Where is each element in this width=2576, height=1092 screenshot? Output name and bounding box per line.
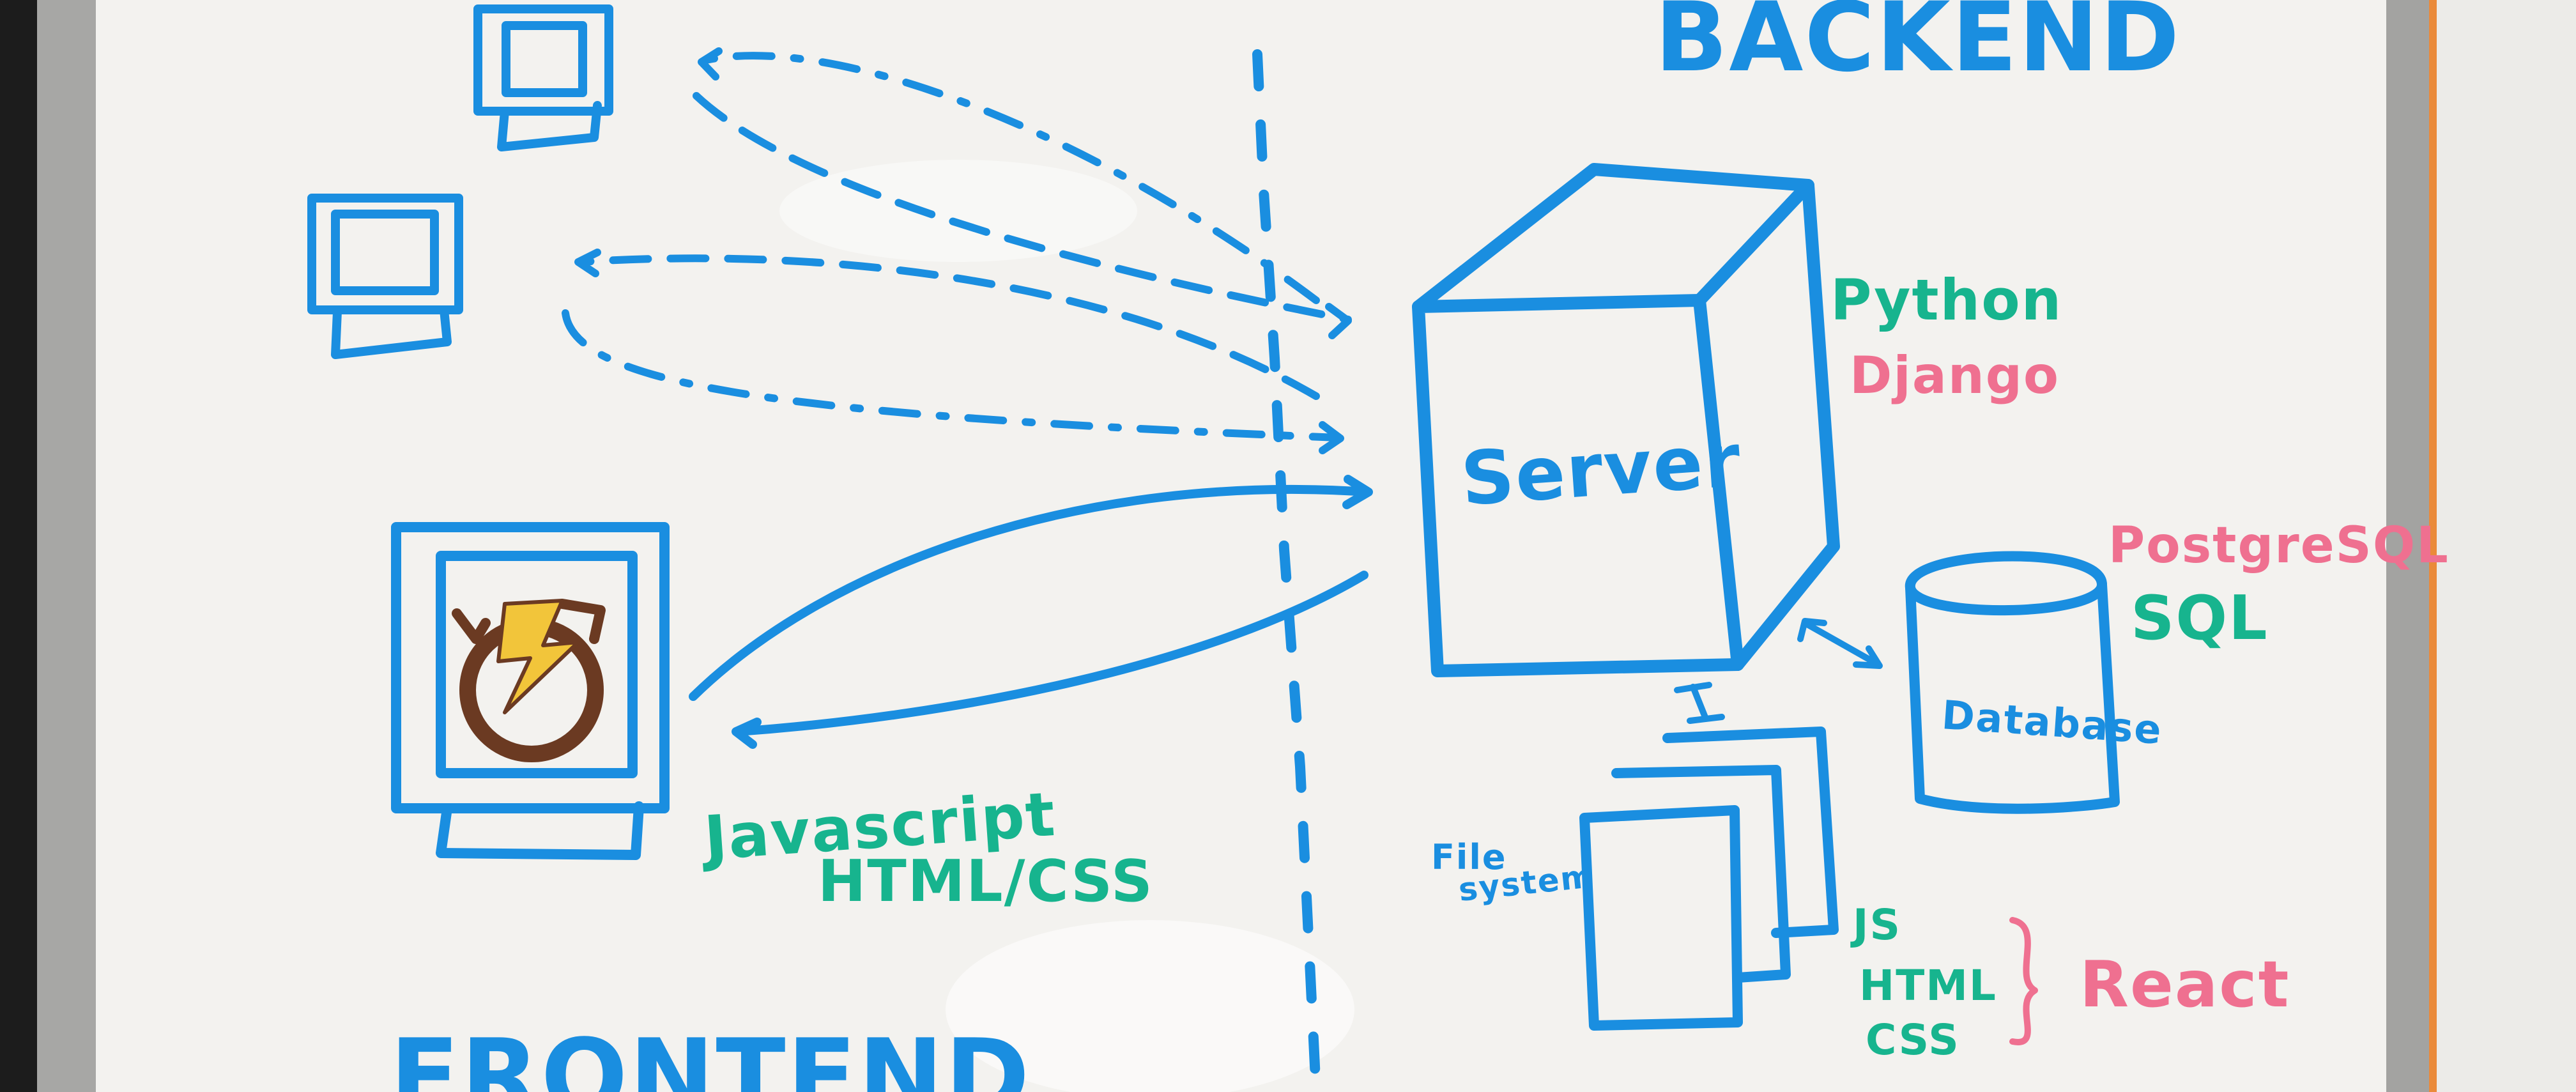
frontend-backend-divider xyxy=(1252,49,1321,1092)
python-label: Python xyxy=(1830,267,2062,333)
frontend-heading: FRONTEND xyxy=(390,1017,1031,1092)
left-frame-rail xyxy=(37,0,98,1092)
backend-heading: BACKEND xyxy=(1655,0,2181,93)
monitor-icon xyxy=(473,4,613,151)
database-cylinder xyxy=(1905,551,2120,814)
html-label: HTML xyxy=(1859,961,1997,1010)
wall xyxy=(2437,0,2576,1092)
sql-label: SQL xyxy=(2131,583,2269,654)
server-label: Server xyxy=(1459,418,1744,523)
filesystem-label-line1: File xyxy=(1431,837,1507,877)
react-brace xyxy=(2009,917,2038,1045)
js-label: JS xyxy=(1850,900,1901,950)
css-label: CSS xyxy=(1866,1015,1960,1065)
response-arrow xyxy=(562,309,1342,442)
board-surface xyxy=(96,0,2389,1092)
request-arrow xyxy=(699,52,1320,304)
lightning-app-icon xyxy=(452,599,606,762)
right-frame-edge xyxy=(2429,0,2437,1092)
server-filesystem-arrow xyxy=(1674,682,1725,724)
response-arrow xyxy=(733,571,1368,736)
right-frame-rail xyxy=(2386,0,2434,1092)
file-system-stack xyxy=(1579,727,1839,1031)
response-arrow xyxy=(693,92,1352,323)
request-arrow xyxy=(689,484,1372,701)
react-label: React xyxy=(2080,947,2290,1022)
postgresql-label: PostgreSQL xyxy=(2108,517,2450,574)
board-glare xyxy=(779,160,1137,262)
monitor-icon xyxy=(307,194,463,359)
django-label: Django xyxy=(1850,346,2060,405)
client-languages-line2: HTML/CSS xyxy=(818,848,1154,915)
board-glare xyxy=(946,920,1354,1092)
client-monitor xyxy=(391,522,670,860)
server-cube xyxy=(1412,163,1840,677)
request-arrow xyxy=(578,254,1320,400)
server-database-arrow xyxy=(1797,618,1883,669)
